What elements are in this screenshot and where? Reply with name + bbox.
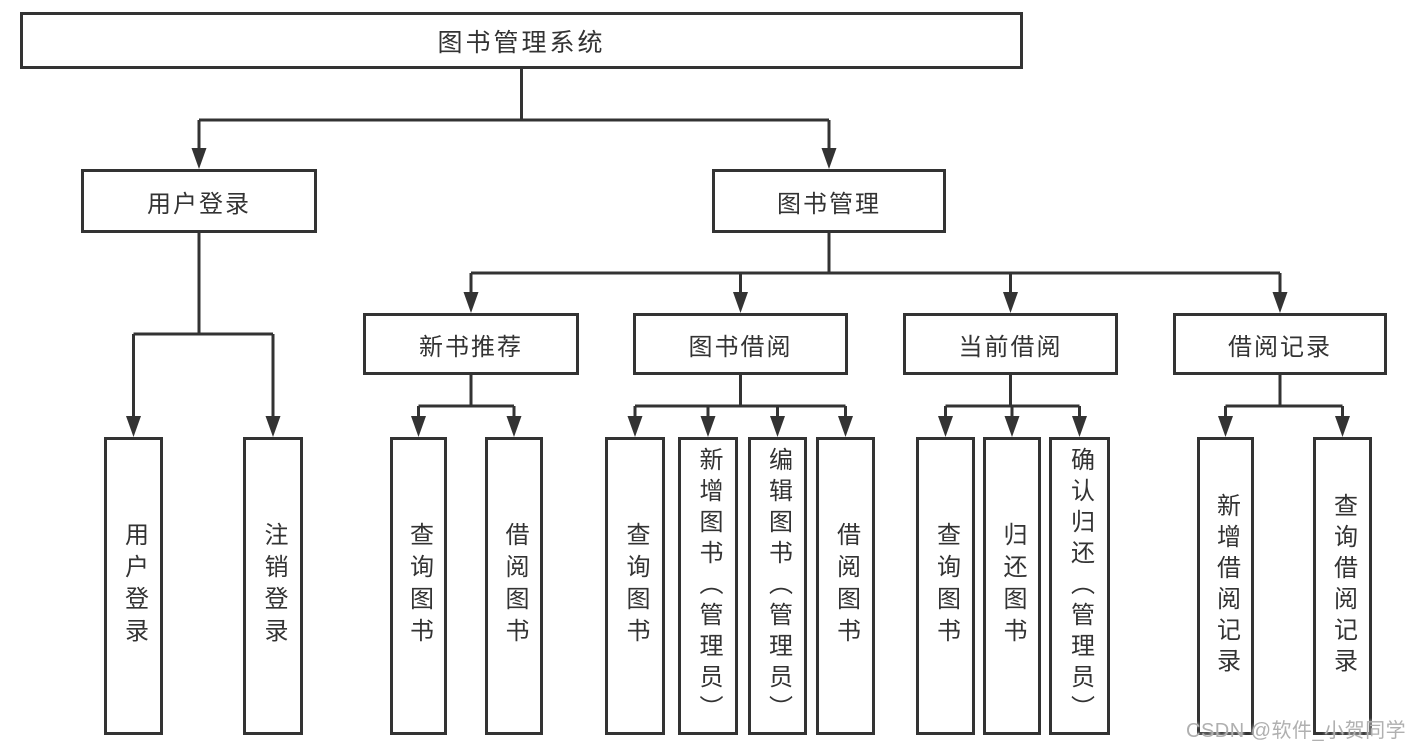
leaf-label: 归还图书 — [999, 522, 1026, 650]
leaf-borrow-books: 借阅图书 — [485, 437, 543, 735]
leaf-label: 借阅图书 — [832, 522, 860, 650]
node-label: 借阅记录 — [1228, 333, 1332, 361]
leaf-return-books: 归还图书 — [983, 437, 1041, 735]
node-library-management-system: 图书管理系统 — [20, 12, 1023, 69]
arrowhead-icon — [1072, 416, 1087, 437]
node-book-management: 图书管理 — [712, 169, 946, 233]
leaf-label: 新增借阅记录 — [1212, 493, 1240, 679]
arrowhead-icon — [1003, 292, 1018, 313]
arrowhead-icon — [627, 416, 643, 437]
leaf-label: 注销登录 — [260, 522, 287, 650]
leaf-label: 查询图书 — [622, 522, 649, 650]
leaf-label: 编辑图书（管理员） — [764, 446, 792, 726]
arrowhead-icon — [191, 148, 207, 169]
leaf-label: 查询图书 — [405, 522, 433, 650]
arrowhead-icon — [1218, 416, 1233, 437]
leaf-label: 借阅图书 — [501, 522, 528, 650]
arrowhead-icon — [411, 416, 426, 437]
leaf-label: 查询图书 — [932, 522, 960, 650]
node-label: 图书管理系统 — [437, 28, 606, 57]
node-label: 新书推荐 — [419, 333, 523, 361]
arrowheads — [126, 148, 1350, 437]
leaf-label: 新增图书（管理员） — [695, 446, 722, 726]
leaf-query-books: 查询图书 — [605, 437, 665, 735]
arrowhead-icon — [700, 416, 716, 437]
node-label: 图书借阅 — [688, 333, 793, 361]
leaf-logout: 注销登录 — [243, 437, 303, 735]
leaf-confirm-return-admin: 确认归还（管理员） — [1049, 437, 1110, 735]
leaf-borrow-books: 借阅图书 — [816, 437, 875, 735]
node-borrowing-records: 借阅记录 — [1173, 313, 1387, 375]
node-label: 用户登录 — [147, 190, 251, 218]
leaf-add-borrow-record: 新增借阅记录 — [1197, 437, 1254, 735]
arrowhead-icon — [770, 416, 785, 437]
arrowhead-icon — [506, 416, 522, 437]
watermark: CSDN @软件_小贺同学 — [1186, 720, 1405, 742]
leaf-query-borrow-record: 查询借阅记录 — [1313, 437, 1372, 735]
leaf-query-books: 查询图书 — [390, 437, 447, 735]
arrowhead-icon — [1004, 416, 1020, 437]
leaf-query-books: 查询图书 — [916, 437, 975, 735]
node-label: 当前借阅 — [958, 333, 1063, 361]
leaf-label: 用户登录 — [120, 522, 148, 650]
arrowhead-icon — [838, 416, 853, 437]
node-book-borrowing: 图书借阅 — [633, 313, 848, 375]
leaf-label: 查询借阅记录 — [1329, 493, 1357, 679]
node-label: 图书管理 — [777, 190, 881, 218]
arrowhead-icon — [1272, 292, 1288, 313]
leaf-edit-books-admin: 编辑图书（管理员） — [748, 437, 807, 735]
arrowhead-icon — [733, 292, 748, 313]
arrowhead-icon — [265, 416, 281, 437]
node-new-book-recommendation: 新书推荐 — [363, 313, 579, 375]
arrowhead-icon — [938, 416, 953, 437]
leaf-label: 确认归还（管理员） — [1066, 446, 1094, 726]
leaf-user-login: 用户登录 — [104, 437, 163, 735]
arrowhead-icon — [463, 292, 479, 313]
arrowhead-icon — [821, 148, 837, 169]
leaf-add-books-admin: 新增图书（管理员） — [678, 437, 738, 735]
node-current-borrowing: 当前借阅 — [903, 313, 1118, 375]
node-user-login: 用户登录 — [81, 169, 317, 233]
arrowhead-icon — [126, 416, 141, 437]
arrowhead-icon — [1335, 416, 1350, 437]
